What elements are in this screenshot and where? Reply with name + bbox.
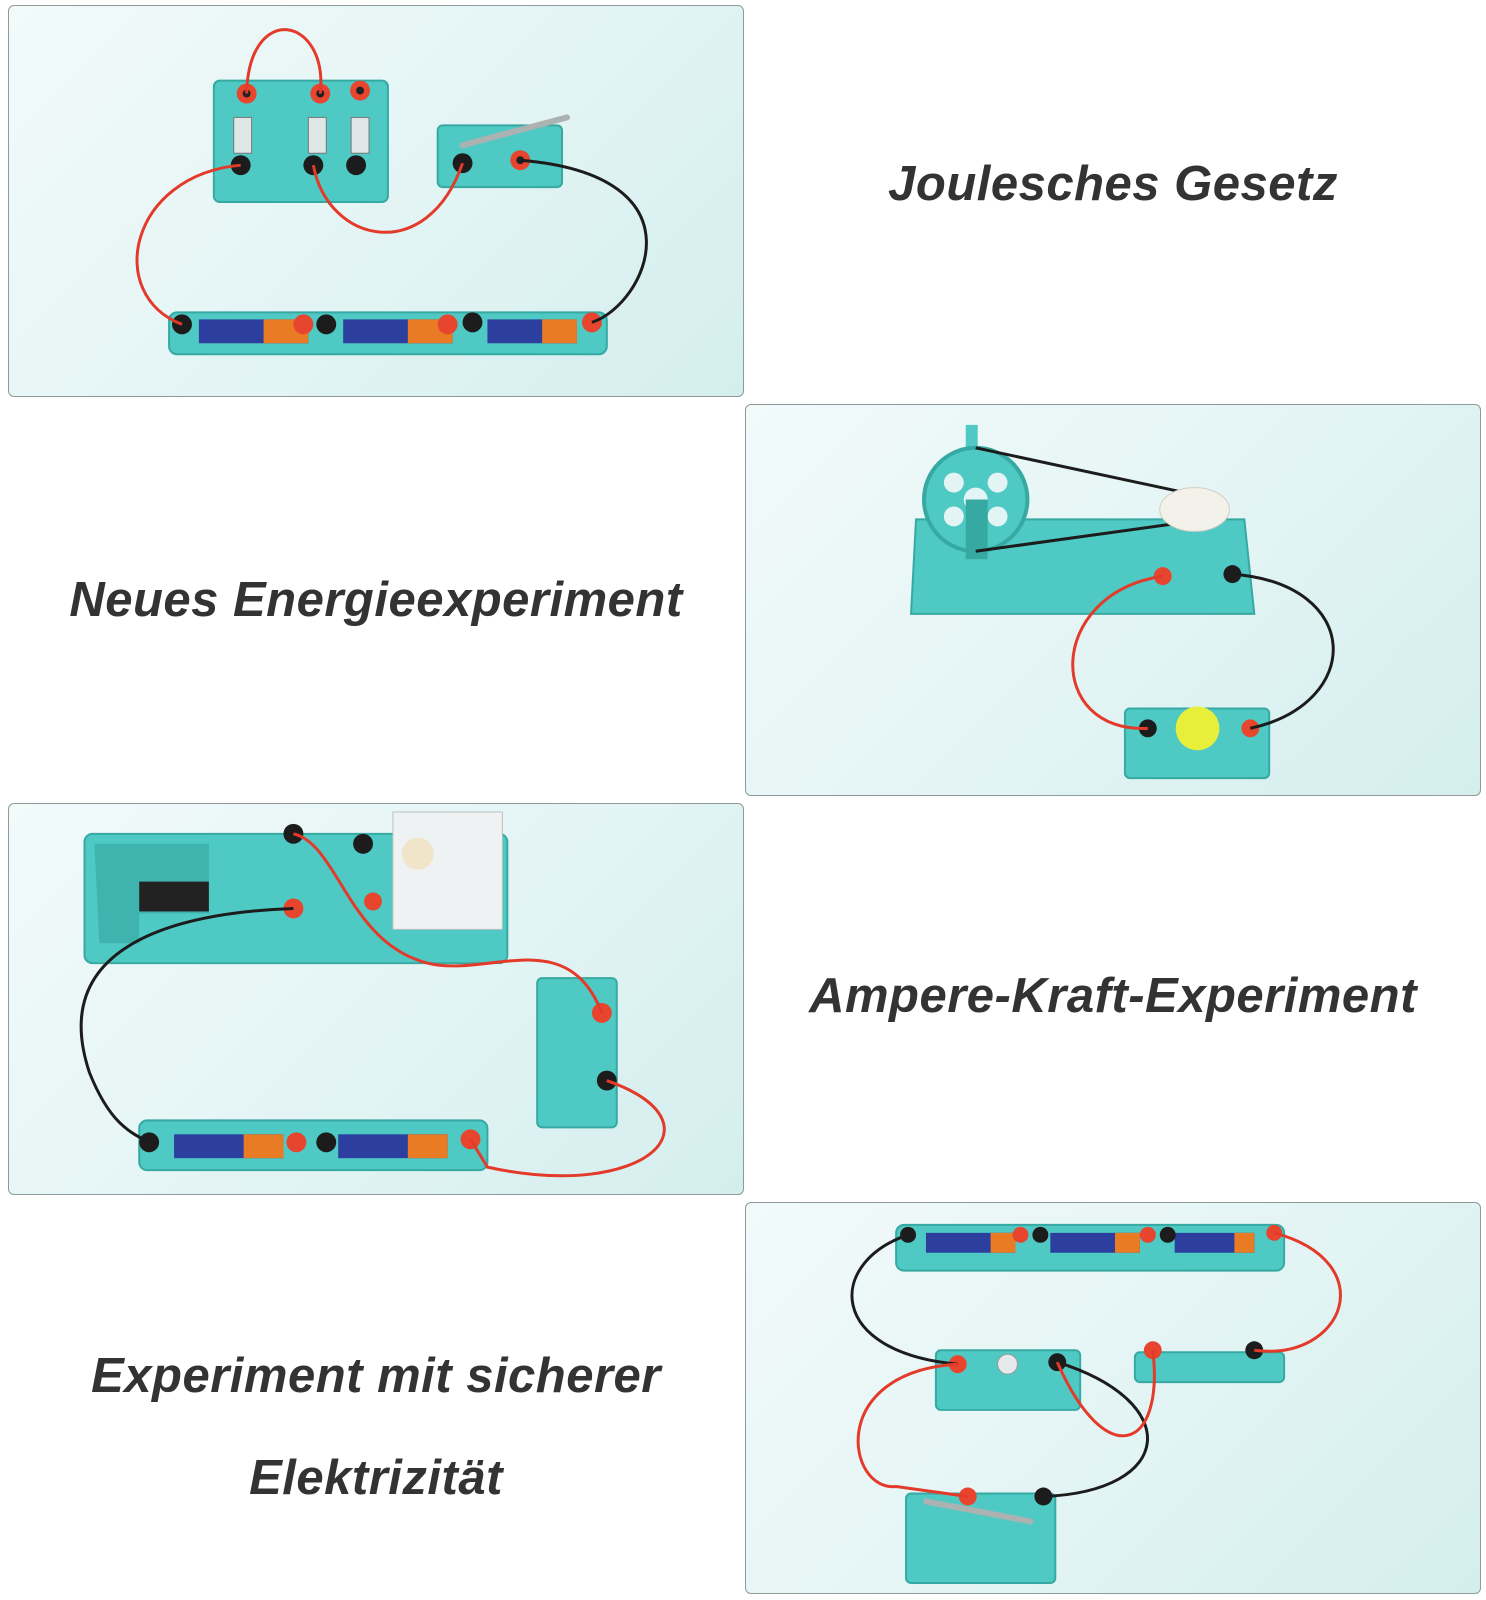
caption-safety-line1: Experiment mit sicherer (91, 1349, 661, 1403)
safety-experiment-illustration (850, 1223, 1342, 1585)
photo-joule-circuit (8, 5, 744, 397)
energy-experiment-illustration (909, 424, 1335, 780)
joule-circuit-illustration (135, 28, 648, 356)
caption-joule: Joulesches Gesetz (888, 157, 1338, 211)
caption-ampere: Ampere-Kraft-Experiment (809, 969, 1417, 1023)
photo-safety-experiment (745, 1202, 1481, 1594)
photo-energy-experiment (745, 404, 1481, 796)
caption-energy: Neues Energieexperiment (69, 573, 683, 627)
ampere-experiment-illustration (79, 811, 666, 1178)
caption-safety-line2: Elektrizität (249, 1451, 503, 1505)
photo-ampere-experiment (8, 803, 744, 1195)
caption-safety: Experiment mit sicherer Elektrizität (8, 1325, 744, 1529)
